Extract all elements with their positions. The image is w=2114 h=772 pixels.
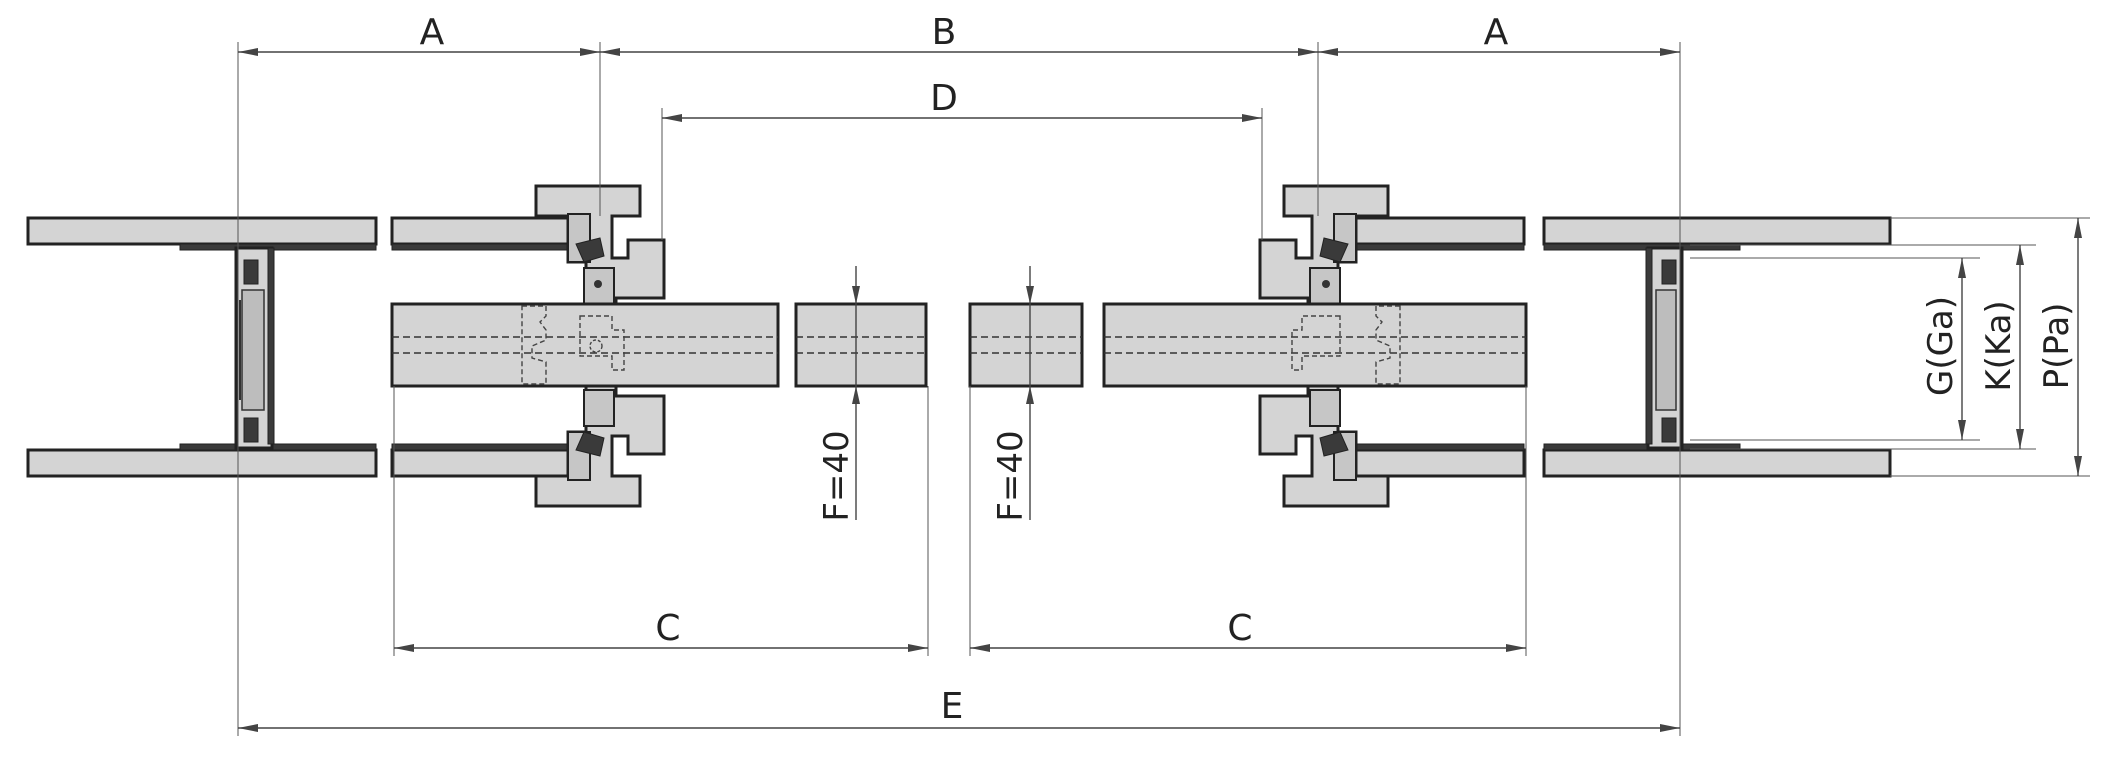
dim-label-c-left: C xyxy=(655,608,680,649)
right-outer-top-plate xyxy=(1542,216,1892,246)
left-door-leaf xyxy=(390,302,780,388)
dim-label-a-right: A xyxy=(1484,12,1509,53)
right-wall-frame xyxy=(1354,216,1892,478)
dim-label-b: B xyxy=(932,12,957,53)
extension-lines xyxy=(237,42,2090,736)
right-inner-bottom-plate xyxy=(1354,448,1526,478)
left-inner-bottom-plate xyxy=(390,448,570,478)
left-bottom-rail xyxy=(534,382,666,508)
left-wall-frame xyxy=(26,216,570,478)
dim-label-k: K(Ka) xyxy=(1979,300,2019,391)
right-door-leaf xyxy=(1102,302,1528,388)
dim-label-g: G(Ga) xyxy=(1921,296,1961,396)
dim-label-d: D xyxy=(930,78,958,119)
dim-label-f-left: F=40 xyxy=(817,430,857,521)
left-inner-top-plate xyxy=(390,216,570,246)
right-outer-bottom-plate xyxy=(1542,448,1892,478)
right-bottom-rail xyxy=(1258,382,1390,508)
dimension-lines xyxy=(238,48,2082,732)
dim-label-f-right: F=40 xyxy=(991,430,1031,521)
right-small-leaf xyxy=(968,302,1084,388)
left-outer-top-plate xyxy=(26,216,378,246)
left-top-rail xyxy=(534,184,666,312)
dim-label-c-right: C xyxy=(1227,608,1252,649)
dim-label-a-left: A xyxy=(420,12,445,53)
dim-label-p: P(Pa) xyxy=(2037,303,2077,390)
right-inner-top-plate xyxy=(1354,216,1526,246)
left-outer-bottom-plate xyxy=(26,448,378,478)
dim-label-e: E xyxy=(941,686,964,727)
left-small-leaf xyxy=(794,302,928,388)
right-top-rail xyxy=(1258,184,1390,312)
